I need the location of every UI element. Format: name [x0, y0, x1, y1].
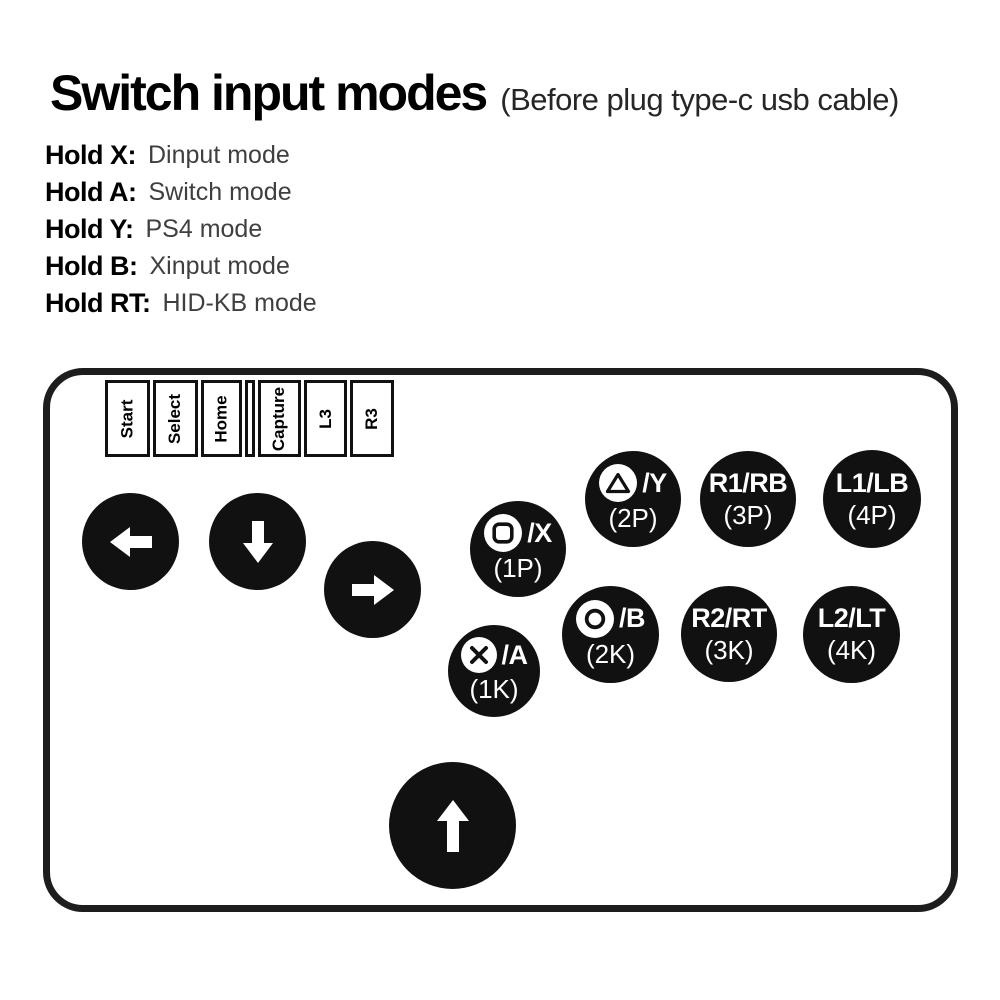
button-label: /B [619, 603, 646, 633]
page-title: Switch input modes [50, 65, 488, 121]
button-sublabel: (2K) [585, 638, 636, 669]
button-label: /X [527, 517, 552, 548]
hold-y-label: Hold Y: [45, 214, 134, 244]
capture-button: Capture [258, 380, 301, 457]
button-r1-rb-3p: R1/RB (3P) [700, 451, 796, 547]
button-sublabel: (1K) [469, 674, 519, 704]
button-r2-rt-3k: R2/RT (3K) [681, 586, 777, 682]
hold-mode-row-y: Hold Y: PS4 mode [45, 211, 317, 248]
button-sublabel: (4P) [847, 499, 897, 530]
select-button-label: Select [165, 393, 185, 444]
arrow-right-icon [351, 574, 394, 605]
ps-triangle-icon [599, 464, 638, 502]
ps-square-icon [484, 514, 523, 552]
hold-rt-mode: HID-KB mode [162, 289, 317, 317]
hold-y-mode: PS4 mode [145, 215, 263, 243]
arcade-controller-outline: Start Select Home Capture L3 R3 [43, 368, 958, 912]
button-sublabel: (1P) [493, 553, 543, 583]
hold-a-label: Hold A: [45, 177, 137, 207]
page-header: Switch input modes (Before plug type-c u… [50, 64, 899, 122]
button-circle-b-2k: /B (2K) [562, 586, 659, 683]
home-button-label: Home [211, 394, 231, 443]
system-button-row: Start Select Home Capture L3 R3 [105, 380, 394, 457]
button-square-x-1p: /X (1P) [470, 501, 566, 597]
dpad-down-button [209, 493, 306, 590]
r3-button: R3 [350, 380, 394, 457]
hold-mode-row-rt: Hold RT: HID-KB mode [45, 285, 317, 322]
dpad-left-button [82, 493, 179, 590]
page-subtitle: (Before plug type-c usb cable) [500, 82, 899, 117]
button-sublabel: (3P) [723, 499, 773, 530]
button-face: /B [576, 599, 646, 638]
button-sublabel: (3K) [704, 634, 754, 665]
dpad-up-button [389, 762, 516, 889]
button-l1-lb-4p: L1/LB (4P) [823, 450, 921, 548]
hold-mode-row-a: Hold A: Switch mode [45, 174, 317, 211]
select-button: Select [153, 380, 198, 457]
strip-separator [245, 380, 255, 457]
l3-button: L3 [304, 380, 347, 457]
button-label: /Y [642, 467, 667, 498]
dpad-right-button [324, 541, 421, 638]
hold-x-mode: Dinput mode [148, 141, 290, 169]
home-button: Home [201, 380, 242, 457]
hold-a-mode: Switch mode [148, 178, 292, 206]
ps-cross-icon [460, 637, 497, 673]
button-face: /A [460, 637, 529, 673]
arrow-down-icon [242, 520, 273, 563]
r3-button-label: R3 [361, 407, 381, 430]
hold-mode-row-b: Hold B: Xinput mode [45, 248, 317, 285]
hold-b-mode: Xinput mode [149, 252, 290, 280]
button-cross-a-1k: /A (1K) [448, 625, 540, 717]
start-button: Start [105, 380, 150, 457]
ps-circle-icon [576, 599, 614, 638]
button-sublabel: (2P) [608, 503, 658, 533]
button-label: L1/LB [835, 467, 909, 498]
arrow-left-icon [109, 526, 152, 557]
l3-button-label: L3 [315, 408, 335, 429]
arrow-up-icon [436, 799, 469, 852]
button-label: R1/RB [708, 467, 788, 498]
hold-mode-row-x: Hold X: Dinput mode [45, 137, 317, 174]
button-label: R2/RT [691, 602, 767, 633]
button-triangle-y-2p: /Y (2P) [585, 451, 681, 547]
button-sublabel: (4K) [826, 635, 877, 665]
hold-b-label: Hold B: [45, 251, 138, 281]
button-label: L2/LT [817, 603, 886, 633]
button-l2-lt-4k: L2/LT (4K) [803, 586, 900, 683]
button-label: /A [501, 639, 529, 670]
button-face: /Y [599, 464, 667, 502]
start-button-label: Start [117, 399, 137, 438]
hold-rt-label: Hold RT: [45, 288, 151, 318]
hold-x-label: Hold X: [45, 140, 137, 170]
button-face: /X [484, 514, 552, 552]
hold-mode-list: Hold X: Dinput mode Hold A: Switch mode … [45, 137, 317, 322]
capture-button-label: Capture [269, 386, 289, 451]
